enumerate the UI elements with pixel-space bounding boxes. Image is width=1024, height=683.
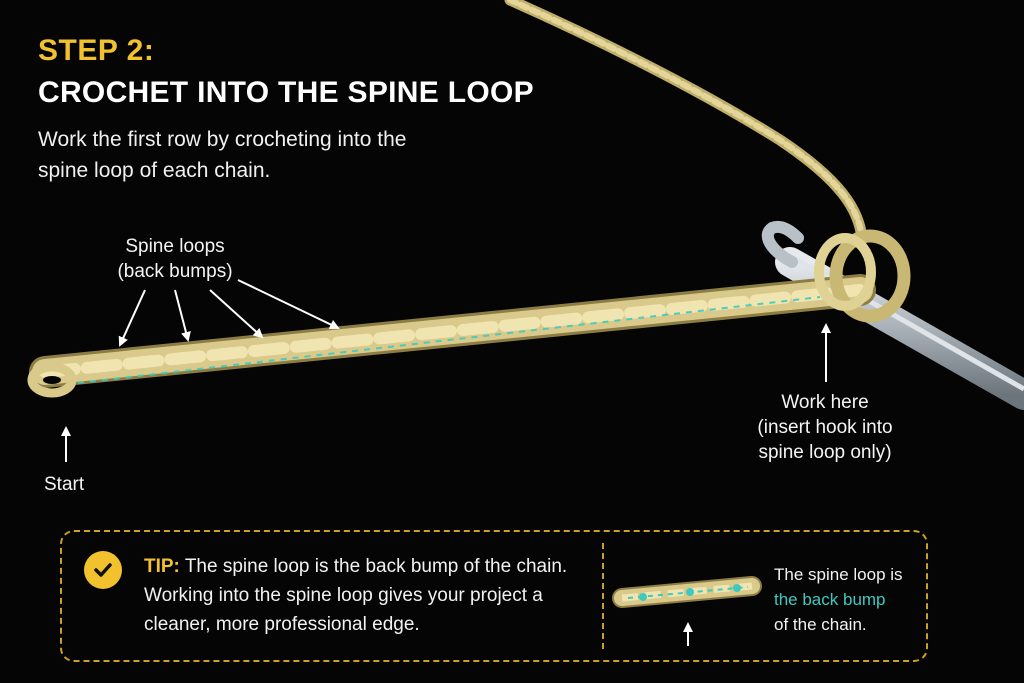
mini-caption-before: The spine loop is <box>774 565 903 584</box>
work-here-sublabel-1: (insert hook into <box>757 417 893 438</box>
spine-loops-label: Spine loops <box>125 236 225 257</box>
working-yarn <box>504 0 868 246</box>
mini-caption-after: of the chain. <box>774 615 867 634</box>
work-here-sublabel-2: spine loop only) <box>758 442 892 463</box>
tip-box <box>60 530 928 662</box>
spine-loops-sublabel: (back bumps) <box>117 261 233 282</box>
tip-text-rest: Working into the spine loop gives your p… <box>144 585 543 635</box>
mini-caption-highlight: the back bump <box>774 590 886 609</box>
step-label: STEP 2: <box>38 34 155 67</box>
tip-divider <box>602 543 604 649</box>
hook-loops <box>814 229 911 323</box>
work-here-label: Work here <box>781 392 869 413</box>
work-here-callout: Work here (insert hook into spine loop o… <box>745 390 905 465</box>
mini-caption: The spine loop is the back bump of the c… <box>774 562 924 637</box>
check-icon <box>84 551 122 589</box>
tip-label: TIP: <box>144 556 180 577</box>
tip-text: TIP: The spine loop is the back bump of … <box>144 552 589 639</box>
intro-text: Work the first row by crocheting into th… <box>38 128 407 182</box>
mini-chain-illustration <box>612 576 762 646</box>
page-title: CROCHET INTO THE SPINE LOOP <box>38 76 534 109</box>
start-label: Start <box>44 474 85 495</box>
foundation-chain <box>27 274 876 398</box>
tip-text-first: The spine loop is the back bump of the c… <box>179 556 568 577</box>
spine-loops-callout: Spine loops (back bumps) <box>100 234 250 284</box>
spine-loop-arrows <box>118 279 340 347</box>
